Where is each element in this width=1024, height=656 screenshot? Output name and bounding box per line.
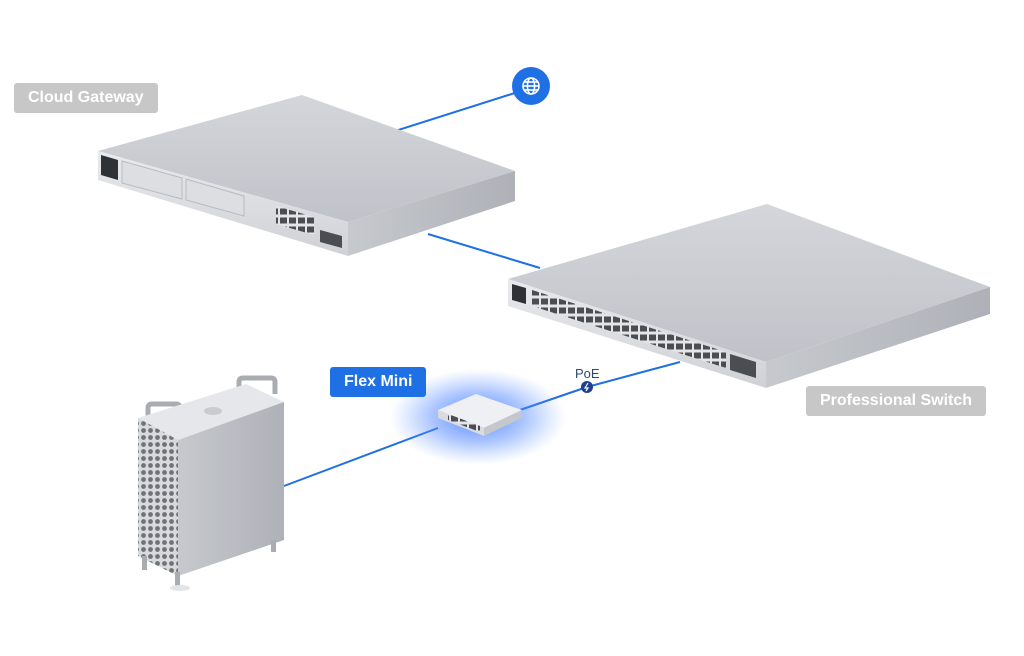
power-bolt-icon (583, 382, 590, 392)
poe-label: PoE (575, 366, 600, 381)
flex-mini-label: Flex Mini (330, 367, 427, 397)
poe-node (581, 381, 593, 393)
globe-icon (522, 77, 540, 95)
link-switch-poe (586, 361, 681, 388)
internet-node (512, 67, 550, 105)
professional-switch-label: Professional Switch (806, 386, 987, 416)
cloud-gateway-label: Cloud Gateway (14, 83, 158, 113)
flex-mini-device (390, 369, 566, 465)
workstation-device (138, 375, 284, 591)
link-gateway-internet (391, 91, 519, 133)
link-gateway-switch (427, 233, 541, 269)
professional-switch-device (508, 204, 990, 388)
switch-display (512, 284, 526, 304)
cloud-gateway-device (98, 95, 515, 256)
gateway-display (101, 155, 118, 180)
